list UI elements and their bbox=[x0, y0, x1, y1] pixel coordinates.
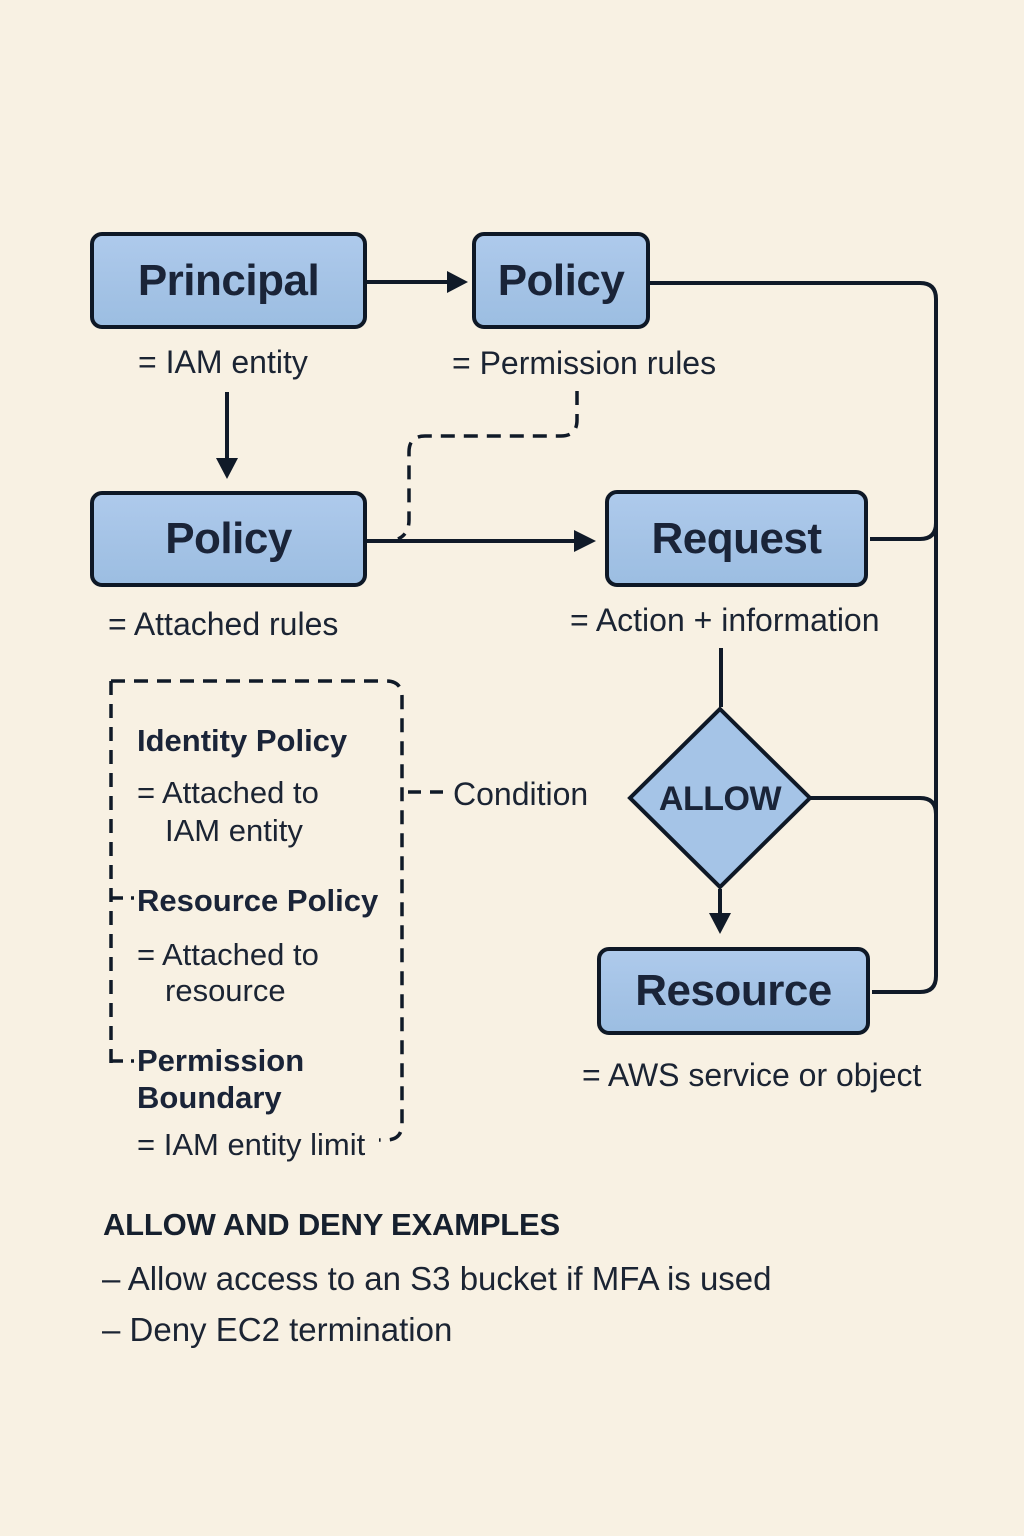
node-policy-top-label: Policy bbox=[497, 255, 625, 305]
caption-request: = Action + information bbox=[570, 602, 880, 638]
arrowhead-principal-down bbox=[216, 458, 238, 479]
arrowhead-principal-to-policy bbox=[447, 271, 468, 293]
node-resource: Resource bbox=[597, 947, 870, 1035]
resource-policy-line2: resource bbox=[165, 973, 286, 1008]
node-request-label: Request bbox=[651, 513, 822, 563]
line-right-bus bbox=[650, 281, 938, 994]
node-principal: Principal bbox=[90, 232, 367, 329]
caption-policy-left: = Attached rules bbox=[108, 606, 339, 642]
node-resource-label: Resource bbox=[635, 966, 832, 1015]
examples-heading: ALLOW AND DENY EXAMPLES bbox=[103, 1207, 560, 1242]
resource-policy-line1: = Attached to bbox=[137, 937, 319, 972]
caption-principal: = IAM entity bbox=[138, 344, 308, 380]
identity-policy-line1: = Attached to bbox=[137, 775, 319, 810]
allow-diamond-label: ALLOW bbox=[658, 780, 782, 818]
arrowhead-allow-to-resource bbox=[709, 913, 731, 934]
identity-policy-title: Identity Policy bbox=[137, 723, 348, 758]
permission-boundary-title: Permission bbox=[137, 1043, 305, 1078]
dashed-permission-rules-path bbox=[397, 391, 579, 541]
permission-boundary-title2: Boundary bbox=[137, 1080, 282, 1115]
line-bus-to-request bbox=[870, 522, 938, 541]
node-request: Request bbox=[605, 490, 868, 587]
allow-diamond bbox=[627, 706, 813, 890]
node-policy-left-label: Policy bbox=[165, 514, 292, 563]
line-allow-to-bus bbox=[808, 796, 938, 815]
example-item-deny: – Deny EC2 termination bbox=[102, 1311, 453, 1348]
dashed-policy-types-box bbox=[111, 679, 404, 1142]
caption-resource: = AWS service or object bbox=[582, 1057, 922, 1093]
caption-policy-top: = Permission rules bbox=[452, 345, 717, 381]
arrowhead-policy-to-request bbox=[574, 530, 596, 552]
identity-policy-line2: IAM entity bbox=[165, 813, 303, 848]
node-policy-left: Policy bbox=[90, 491, 367, 587]
permission-boundary-line1: = IAM entity limit bbox=[137, 1127, 366, 1162]
node-principal-label: Principal bbox=[137, 255, 320, 305]
condition-label: Condition bbox=[453, 776, 589, 812]
node-policy-top: Policy bbox=[472, 232, 650, 329]
example-item-allow: – Allow access to an S3 bucket if MFA is… bbox=[102, 1260, 772, 1297]
resource-policy-title: Resource Policy bbox=[137, 883, 379, 918]
